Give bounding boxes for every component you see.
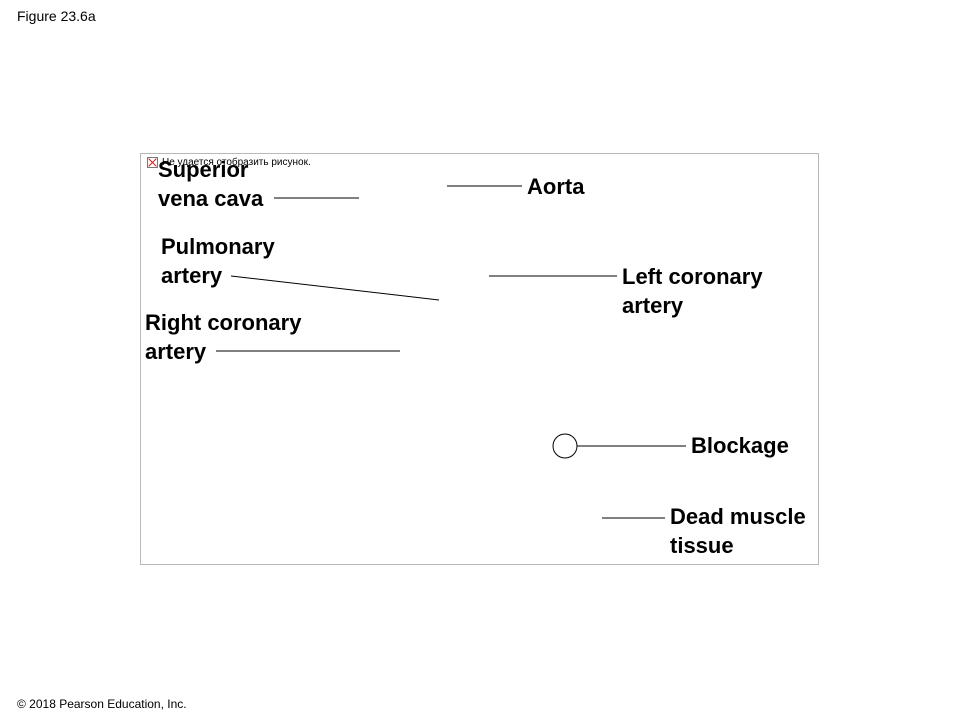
broken-image-placeholder: Не удается отобразить рисунок. <box>147 157 311 168</box>
copyright: © 2018 Pearson Education, Inc. <box>17 697 187 711</box>
label-superior-vena-cava-line2: vena cava <box>158 186 264 211</box>
broken-image-text: Не удается отобразить рисунок. <box>162 157 311 168</box>
label-left-coronary-artery-line1: Left coronary <box>622 264 763 289</box>
label-right-coronary-artery: Right coronary artery <box>145 308 301 366</box>
figure-label: Figure 23.6a <box>17 8 96 24</box>
label-blockage: Blockage <box>691 431 789 460</box>
label-pulmonary-artery: Pulmonary artery <box>161 232 275 290</box>
label-aorta-line1: Aorta <box>527 174 585 199</box>
broken-image-icon <box>147 157 158 168</box>
label-dead-muscle-tissue: Dead muscle tissue <box>670 502 806 560</box>
label-left-coronary-artery: Left coronary artery <box>622 262 763 320</box>
label-superior-vena-cava-line1: Superior <box>158 157 249 182</box>
label-dead-muscle-tissue-line1: Dead muscle <box>670 504 806 529</box>
label-right-coronary-artery-line1: Right coronary <box>145 310 302 335</box>
label-left-coronary-artery-line2: artery <box>622 293 684 318</box>
label-blockage-line1: Blockage <box>691 433 789 458</box>
label-superior-vena-cava: Superior vena cava <box>158 155 263 213</box>
label-aorta: Aorta <box>527 172 584 201</box>
label-pulmonary-artery-line1: Pulmonary <box>161 234 275 259</box>
label-pulmonary-artery-line2: artery <box>161 263 223 288</box>
label-right-coronary-artery-line2: artery <box>145 339 207 364</box>
blockage-circle <box>552 433 578 459</box>
label-dead-muscle-tissue-line2: tissue <box>670 533 734 558</box>
leader-line-pulmonary-artery <box>230 275 440 301</box>
image-frame <box>140 153 819 565</box>
